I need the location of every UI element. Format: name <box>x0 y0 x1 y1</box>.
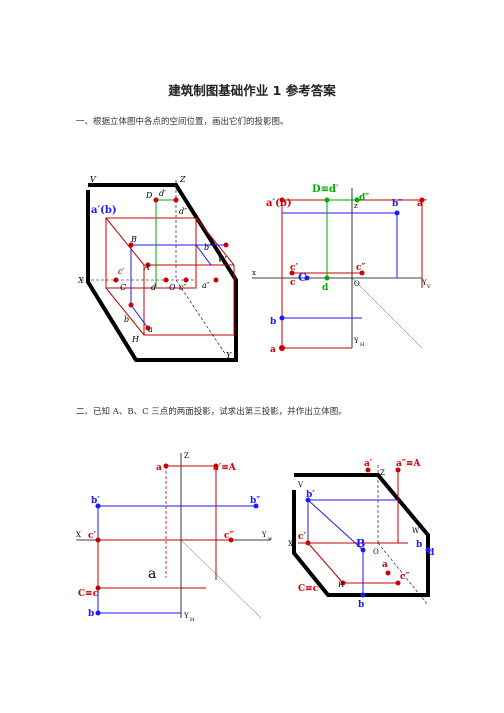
label-C-c: C≡c <box>298 584 319 594</box>
label-a: a <box>270 345 276 355</box>
label-B: B <box>130 235 137 244</box>
label-b-prime: b′ <box>91 496 100 506</box>
label-a-dprime: a″ <box>417 199 427 209</box>
label-Y-w: Y <box>261 531 267 539</box>
label-c-prime: c′ <box>88 531 96 541</box>
label-b: b <box>358 600 364 610</box>
label-C-c: C≡c <box>78 589 99 599</box>
label-Y: Y <box>226 351 232 360</box>
label-b: b <box>88 609 94 619</box>
label-Z: Z <box>184 452 189 460</box>
label-a-b: a′(b) <box>266 198 292 209</box>
label-b-dprime: b <box>416 540 422 550</box>
label-Y-H: Y <box>183 612 189 620</box>
label-V: V <box>90 175 97 184</box>
label-A: A <box>143 263 150 272</box>
label-d: d <box>322 283 329 293</box>
label-O: O <box>169 283 176 292</box>
label-D-d: D≡d′ <box>312 184 339 195</box>
label-c-prime: c′ <box>118 267 124 276</box>
label-c-dprime: c″ <box>400 572 410 582</box>
label-Y: Y <box>421 279 427 287</box>
label-a: a <box>156 463 162 473</box>
label-D: D <box>145 191 153 200</box>
question-2: 二、已知 A、B、C 三点的两面投影，试求出第三投影，并作出立体图。 <box>76 407 347 417</box>
label-C: C <box>298 271 307 284</box>
label-c-dprime: c″ <box>179 283 186 292</box>
label-H: H <box>338 581 344 589</box>
label-a-handwritten: a <box>148 566 156 582</box>
label-b-dprime: b″ <box>250 496 260 506</box>
label-X: X <box>77 276 84 285</box>
label-a-A: a″≡A <box>396 459 421 469</box>
label-a-b: a′(b) <box>91 205 117 216</box>
label-c-prime: c′ <box>290 263 298 273</box>
label-O: O <box>354 280 360 288</box>
label-c: c <box>290 278 296 288</box>
label-w: w <box>268 536 273 542</box>
label-d-prime: d′ <box>159 189 166 198</box>
page-title: 建筑制图基础作业 1 参考答案 <box>168 83 336 98</box>
label-a: a <box>382 560 388 570</box>
label-b-prime: b′ <box>306 490 315 500</box>
label-c-prime: c′ <box>298 532 306 542</box>
label-H: H <box>131 335 140 344</box>
label-a-A: a′≡A <box>213 463 237 473</box>
label-a-dprime: a″ <box>202 281 210 290</box>
label-C: C <box>120 283 126 292</box>
label-W: W <box>218 255 227 264</box>
label-Y-H: Y <box>353 337 359 345</box>
label-O: O <box>373 548 379 556</box>
label-Z: Z <box>380 469 385 477</box>
label-d-dprime: d″ <box>179 207 187 216</box>
figure-2-projection: Z a a′≡A b′ b″ X c′ c″ Y w a C≡c b Y H <box>76 452 273 623</box>
label-H: H <box>190 617 195 623</box>
figure-1-isometric: V Z D d′ d″ a′(b) B b″ W X c′ A C d O c″… <box>77 175 238 362</box>
label-H: H <box>360 342 365 348</box>
label-X: X <box>76 531 81 539</box>
label-X: X <box>288 540 293 548</box>
question-1: 一、根据立体图中各点的空间位置，画出它们的投影图。 <box>76 117 289 127</box>
label-c-dprime: c″ <box>224 531 234 541</box>
figure-1-projection: D≡d′ d″ a′(b) z b″ a″ x c′ C c″ c d O Y … <box>252 184 431 355</box>
figure-2-isometric: a′ a″≡A Z V b′ X c′ B O W a C≡c H b c″ b… <box>288 459 435 610</box>
label-V: V <box>426 284 431 290</box>
label-Z: Z <box>179 175 186 184</box>
label-a: a <box>148 325 153 334</box>
label-b-dprime: b″ <box>392 199 402 209</box>
label-c-dprime: c″ <box>356 263 366 273</box>
label-z: z <box>354 202 358 210</box>
label-d-dprime: d″ <box>359 193 369 203</box>
label-b-dprime: b″ <box>204 243 212 252</box>
label-d: d <box>151 283 156 292</box>
label-a-prime: a′ <box>364 459 373 469</box>
label-B: B <box>356 537 365 550</box>
label-V: V <box>297 481 304 489</box>
label-b: b <box>270 317 276 327</box>
label-d: d <box>428 548 435 558</box>
label-x: x <box>252 269 256 277</box>
label-b: b <box>124 315 129 324</box>
label-W: W <box>412 527 420 535</box>
